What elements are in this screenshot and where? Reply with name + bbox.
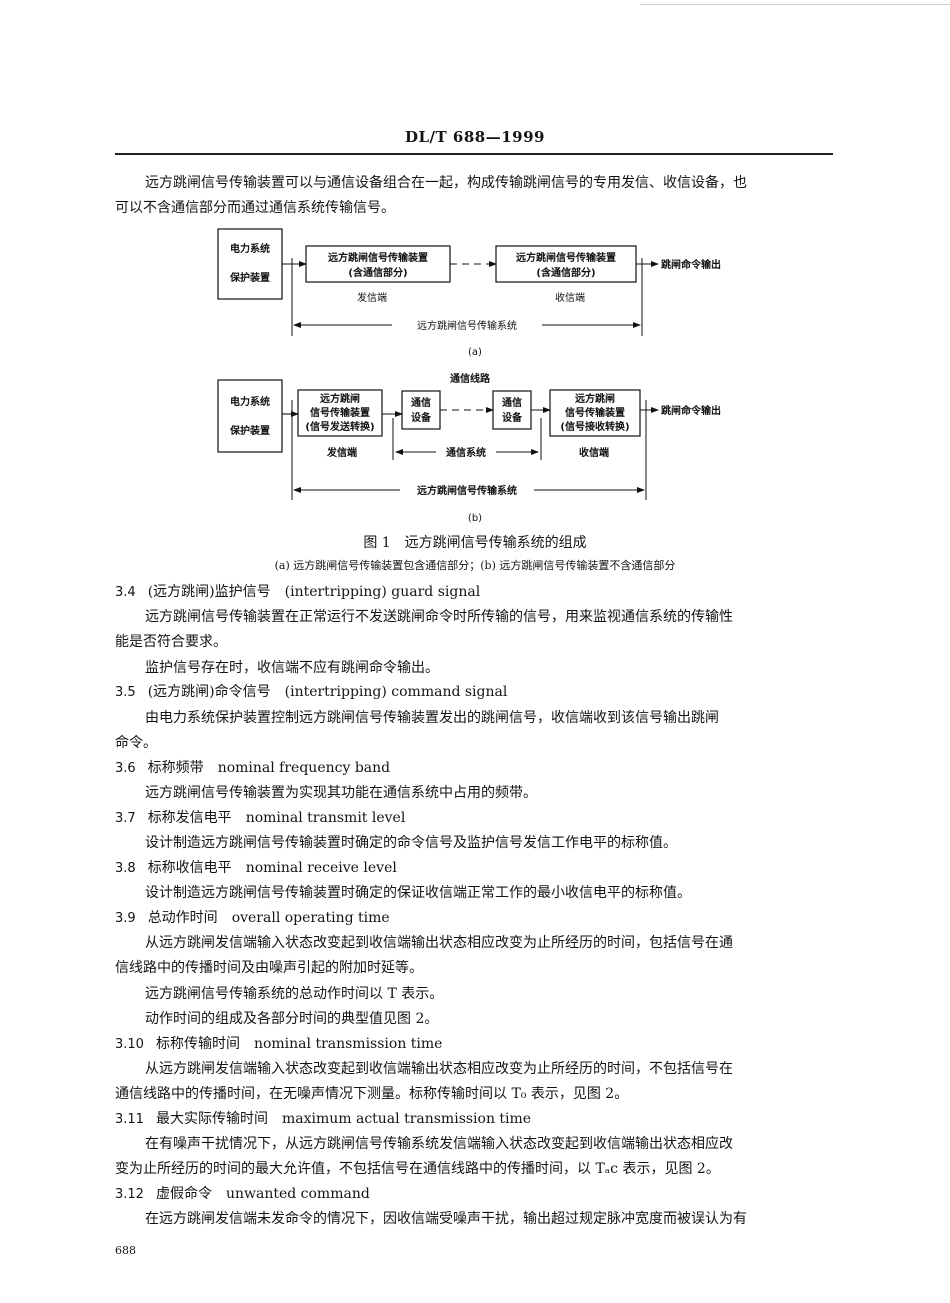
b-source-l1: 电力系统 xyxy=(230,395,270,408)
section-title: 最大实际传输时间 xyxy=(155,1111,268,1127)
a-recv-end: 收信端 xyxy=(555,291,585,304)
section-3-7-heading: 3.7 标称发信电平 nominal transmit level xyxy=(115,806,833,831)
section-title-en: overall operating time xyxy=(231,910,390,926)
s35-body-line-2: 命令。 xyxy=(115,735,157,751)
section-number: 3.7 xyxy=(115,811,136,826)
a-source-l2: 保护装置 xyxy=(229,271,270,284)
b-source-box xyxy=(217,379,283,453)
a-send-l2: (含通信部分) xyxy=(348,266,407,279)
header-rule xyxy=(115,153,833,155)
figure-1-diagram: 电力系统 保护装置 远方跳闸信号传输装置 (含通信部分) 远方跳闸信号传输装置 … xyxy=(217,228,721,524)
section-title: (远方跳闸)监护信号 xyxy=(147,584,271,600)
section-number: 3.4 xyxy=(115,585,136,600)
section-title: (远方跳闸)命令信号 xyxy=(147,684,271,700)
b-recv-box xyxy=(549,389,641,437)
s310-body-line-1: 从远方跳闸发信端输入状态改变起到收信端输出状态相应改变为止所经历的时间，不包括信… xyxy=(145,1061,733,1077)
section-number: 3.9 xyxy=(115,911,136,926)
b-line-label: 通信线路 xyxy=(450,372,491,385)
section-title: 标称收信电平 xyxy=(147,860,232,876)
section-title-en: nominal frequency band xyxy=(217,760,391,776)
section-3-8-heading: 3.8 标称收信电平 nominal receive level xyxy=(115,856,833,881)
a-label: (a) xyxy=(468,347,482,358)
s34-body-line-2: 能是否符合要求。 xyxy=(115,634,227,650)
s39-body-3: 动作时间的组成及各部分时间的典型值见图 2。 xyxy=(145,1011,439,1027)
page-number: 688 xyxy=(115,1244,136,1257)
a-send-l1: 远方跳闸信号传输装置 xyxy=(328,251,428,264)
section-title-en: nominal transmission time xyxy=(253,1036,443,1052)
b-comm1-l2: 设备 xyxy=(411,411,432,424)
b-label: (b) xyxy=(468,513,482,524)
b-recv-l2: 信号传输装置 xyxy=(565,406,625,419)
section-number: 3.5 xyxy=(115,685,136,700)
b-comm1-l1: 通信 xyxy=(411,396,431,409)
b-system: 远方跳闸信号传输系统 xyxy=(417,484,517,497)
section-title-en: maximum actual transmission time xyxy=(281,1111,532,1127)
b-send-l1: 远方跳闸 xyxy=(320,392,360,405)
b-recv-end: 收信端 xyxy=(579,446,609,459)
section-3-12-heading: 3.12 虚假命令 unwanted command xyxy=(115,1182,833,1207)
s310-body-line-2: 通信线路中的传播时间，在无噪声情况下测量。标称传输时间以 T₀ 表示，见图 2。 xyxy=(115,1086,629,1102)
section-number: 3.12 xyxy=(115,1187,144,1202)
s38-body: 设计制造远方跳闸信号传输装置时确定的保证收信端正常工作的最小收信电平的标称值。 xyxy=(145,885,691,901)
section-title-en: unwanted command xyxy=(225,1186,370,1202)
b-send-box xyxy=(297,389,383,437)
s311-body-line-1: 在有噪声干扰情况下，从远方跳闸信号传输系统发信端输入状态改变起到收信端输出状态相… xyxy=(145,1136,733,1152)
b-recv-l3: (信号接收转换) xyxy=(560,420,629,433)
section-3-10-heading: 3.10 标称传输时间 nominal transmission time xyxy=(115,1032,833,1057)
b-send-l3: (信号发送转换) xyxy=(305,420,374,433)
a-source-l1: 电力系统 xyxy=(230,242,270,255)
b-source-l2: 保护装置 xyxy=(229,424,270,437)
section-number: 3.8 xyxy=(115,861,136,876)
section-title-en: nominal receive level xyxy=(245,860,397,876)
b-send-l2: 信号传输装置 xyxy=(310,406,370,419)
section-title-en: (intertripping) guard signal xyxy=(284,584,481,600)
section-3-4-heading: 3.4 (远方跳闸)监护信号 (intertripping) guard signa… xyxy=(115,580,833,605)
section-title: 标称发信电平 xyxy=(147,810,232,826)
s39-body-line-1: 从远方跳闸发信端输入状态改变起到收信端输出状态相应改变为止所经历的时间，包括信号… xyxy=(145,935,733,951)
scan-edge-line xyxy=(640,4,950,5)
a-recv-l2: (含通信部分) xyxy=(536,266,595,279)
s311-body-line-2: 变为止所经历的时间的最大允许值，不包括信号在通信线路中的传播时间，以 Tₐc 表… xyxy=(115,1161,720,1177)
page-header: DL/T 688—1999 xyxy=(405,128,545,146)
section-title: 标称频带 xyxy=(147,760,204,776)
s36-body: 远方跳闸信号传输装置为实现其功能在通信系统中占用的频带。 xyxy=(145,785,537,801)
figure-caption: 图 1 远方跳闸信号传输系统的组成 xyxy=(363,535,587,551)
section-title: 总动作时间 xyxy=(147,910,218,926)
b-comm2-l2: 设备 xyxy=(502,411,523,424)
section-number: 3.6 xyxy=(115,761,136,776)
a-system: 远方跳闸信号传输系统 xyxy=(417,319,517,332)
b-output: 跳闸命令输出 xyxy=(661,404,721,417)
a-recv-l1: 远方跳闸信号传输装置 xyxy=(516,251,616,264)
section-title-en: nominal transmit level xyxy=(245,810,406,826)
s34-body-line-1: 远方跳闸信号传输装置在正常运行不发送跳闸命令时所传输的信号，用来监视通信系统的传… xyxy=(145,609,733,625)
section-3-9-heading: 3.9 总动作时间 overall operating time xyxy=(115,906,833,931)
s35-body-line-1: 由电力系统保护装置控制远方跳闸信号传输装置发出的跳闸信号，收信端收到该信号输出跳… xyxy=(145,710,719,726)
b-comm2-l1: 通信 xyxy=(502,396,522,409)
section-number: 3.10 xyxy=(115,1037,144,1052)
section-title-en: (intertripping) command signal xyxy=(284,684,508,700)
figure-subcaption: (a) 远方跳闸信号传输装置包含通信部分；(b) 远方跳闸信号传输装置不含通信部… xyxy=(274,559,676,572)
section-number: 3.11 xyxy=(115,1112,144,1127)
a-source-box xyxy=(217,228,283,300)
section-3-5-heading: 3.5 (远方跳闸)命令信号 (intertripping) command sig… xyxy=(115,680,833,705)
b-send-end: 发信端 xyxy=(326,446,357,459)
section-title: 虚假命令 xyxy=(155,1186,212,1202)
b-comm-system: 通信系统 xyxy=(446,446,486,459)
intro-line-2: 可以不含通信部分而通过通信系统传输信号。 xyxy=(115,200,395,216)
s37-body: 设计制造远方跳闸信号传输装置时确定的命令信号及监护信号发信工作电平的标称值。 xyxy=(145,835,677,851)
section-title: 标称传输时间 xyxy=(155,1036,240,1052)
intro-line-1: 远方跳闸信号传输装置可以与通信设备组合在一起，构成传输跳闸信号的专用发信、收信设… xyxy=(145,175,747,191)
a-output: 跳闸命令输出 xyxy=(661,258,721,271)
s312-body: 在远方跳闸发信端未发命令的情况下，因收信端受噪声干扰，输出超过规定脉冲宽度而被误… xyxy=(145,1211,747,1227)
section-3-11-heading: 3.11 最大实际传输时间 maximum actual transmission … xyxy=(115,1107,833,1132)
a-send-end: 发信端 xyxy=(357,291,387,304)
s39-body-2: 远方跳闸信号传输系统的总动作时间以 T 表示。 xyxy=(145,986,444,1002)
s34-body-2: 监护信号存在时，收信端不应有跳闸命令输出。 xyxy=(145,660,439,676)
b-recv-l1: 远方跳闸 xyxy=(575,392,615,405)
section-3-6-heading: 3.6 标称频带 nominal frequency band xyxy=(115,756,833,781)
s39-body-line-2: 信线路中的传播时间及由噪声引起的附加时延等。 xyxy=(115,960,423,976)
